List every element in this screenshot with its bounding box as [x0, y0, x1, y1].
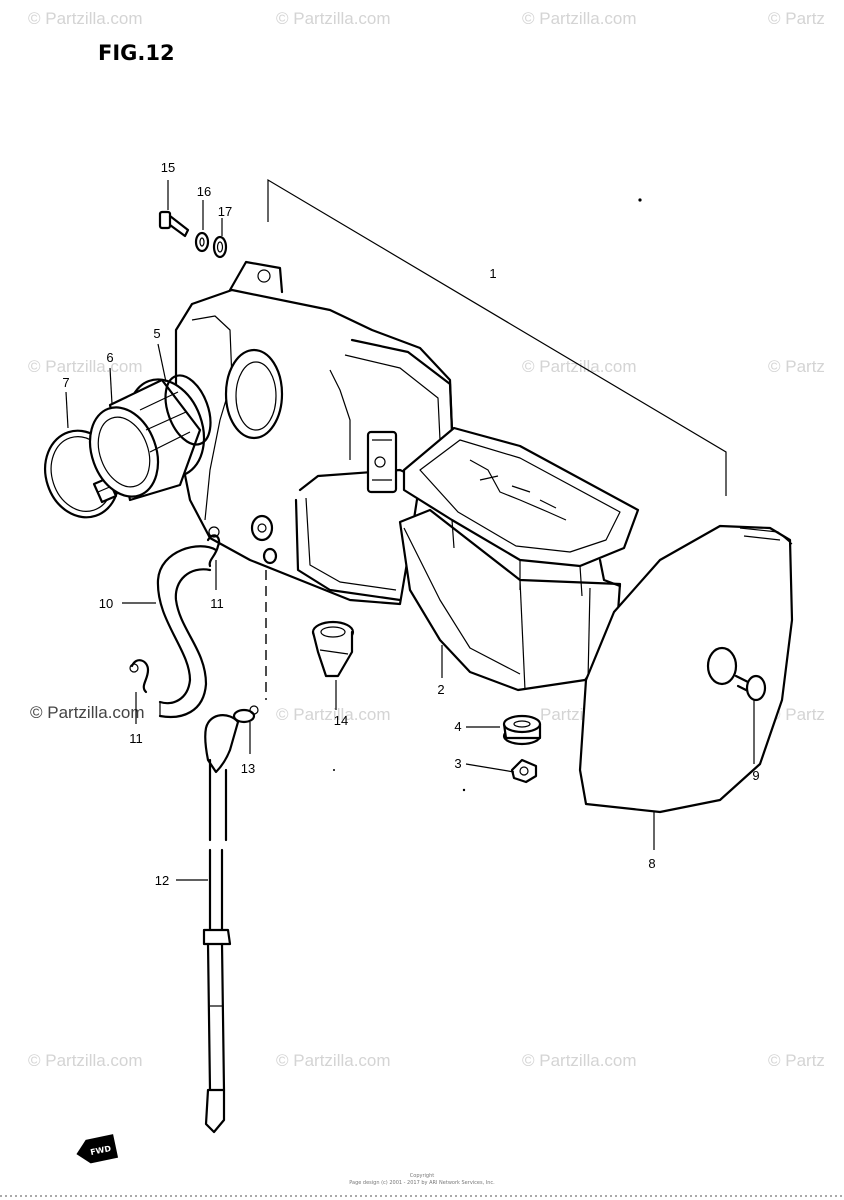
air-cleaner-case — [174, 260, 454, 606]
cap-14 — [311, 620, 355, 678]
bolt-15 — [158, 210, 190, 238]
fwd-arrow-icon: FWD — [76, 1134, 119, 1164]
drain-hose-12 — [202, 714, 240, 1134]
screw-9 — [734, 674, 767, 702]
callout-10: 10 — [99, 596, 113, 611]
element-tray-2 — [402, 426, 640, 597]
callout-14: 14 — [334, 713, 348, 728]
callout-12: 12 — [155, 873, 169, 888]
callout-15: 15 — [161, 160, 175, 175]
watermark: © Partzilla.com — [276, 9, 391, 28]
callout-11-lower: 11 — [129, 731, 143, 746]
band-5 — [164, 374, 212, 446]
callout-5: 5 — [153, 326, 160, 341]
watermark: © Partz — [768, 9, 825, 28]
callout-8: 8 — [648, 856, 655, 871]
callout-9: 9 — [752, 768, 759, 783]
washer-17 — [212, 235, 228, 259]
callout-3: 3 — [454, 756, 461, 771]
watermark: © Partz — [768, 705, 825, 724]
callout-13: 13 — [241, 761, 255, 776]
washer-16 — [194, 231, 210, 253]
grommet-4 — [502, 714, 542, 746]
callout-4: 4 — [454, 719, 461, 734]
leader-lines — [65, 180, 755, 881]
callout-17: 17 — [218, 204, 232, 219]
clip-11-upper — [206, 526, 221, 568]
callout-7: 7 — [62, 375, 69, 390]
intake-joint-6 — [88, 378, 206, 502]
copyright-line-1: Copyright — [410, 1173, 434, 1179]
cover-8 — [578, 524, 794, 814]
clip-13 — [232, 705, 259, 724]
speck — [462, 788, 466, 792]
watermark: © Partzilla.com — [28, 9, 143, 28]
callout-2: 2 — [437, 682, 444, 697]
watermark-layer: © Partzilla.com © Partzilla.com © Partzi… — [28, 9, 825, 1070]
watermark: © Partzilla.com — [28, 357, 143, 376]
nut-3 — [510, 758, 538, 784]
copyright-line-2: Page design (c) 2001 - 2017 by ARI Netwo… — [349, 1180, 495, 1186]
watermark: © Partzilla.com — [522, 357, 637, 376]
speck — [638, 198, 642, 202]
fwd-label: FWD — [90, 1144, 113, 1157]
watermark: © Partz — [768, 1051, 825, 1070]
hose-10 — [156, 545, 218, 718]
watermark-dark: © Partzilla.com — [30, 703, 145, 722]
callout-6: 6 — [106, 350, 113, 365]
watermark: © Partzilla.com — [276, 705, 391, 724]
watermark: © Partzilla.com — [28, 1051, 143, 1070]
watermark: © Partz — [768, 357, 825, 376]
watermark: © Partzilla.com — [522, 9, 637, 28]
assembly-bracket — [267, 178, 727, 496]
callout-16: 16 — [197, 184, 211, 199]
speck — [333, 769, 335, 771]
callout-layer: 1 2 3 4 5 6 7 8 9 10 11 11 12 13 14 15 1… — [62, 160, 759, 888]
callout-11-upper: 11 — [210, 596, 224, 611]
watermark: © Partzilla.com — [276, 1051, 391, 1070]
watermark: © Partzilla.com — [522, 1051, 637, 1070]
figure-title: FIG.12 — [98, 41, 175, 65]
callout-1: 1 — [489, 266, 496, 281]
clip-11-lower — [129, 659, 150, 694]
